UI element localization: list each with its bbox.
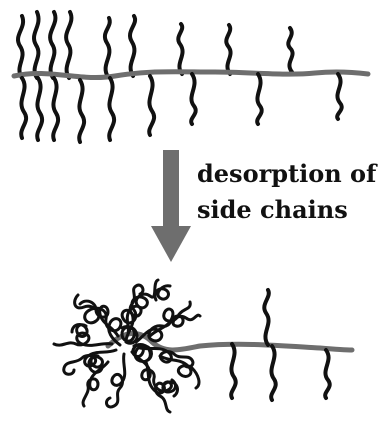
arrow-head bbox=[151, 226, 191, 262]
caption-line-1: desorption of bbox=[197, 159, 378, 188]
side-chain bbox=[231, 344, 236, 398]
side-chain bbox=[226, 25, 230, 74]
side-chain bbox=[66, 12, 71, 78]
side-chain bbox=[149, 76, 154, 135]
side-chain bbox=[50, 12, 55, 78]
caption: desorption of side chains bbox=[197, 159, 378, 224]
top-lower-side-chains bbox=[21, 74, 341, 142]
side-chain bbox=[257, 74, 262, 124]
side-chain bbox=[264, 290, 269, 345]
side-chain bbox=[18, 16, 23, 78]
side-chain bbox=[37, 78, 42, 140]
side-chain bbox=[325, 350, 330, 398]
side-chain bbox=[105, 18, 110, 77]
top-brush-polymer bbox=[14, 12, 368, 142]
coiled-chain bbox=[155, 286, 170, 300]
side-chain bbox=[79, 80, 84, 142]
side-chain bbox=[21, 78, 26, 138]
coiled-chain bbox=[72, 325, 87, 337]
side-chain bbox=[178, 24, 182, 74]
caption-line-2: side chains bbox=[197, 195, 348, 224]
side-chain bbox=[191, 74, 196, 124]
side-chain bbox=[337, 74, 342, 119]
side-chain bbox=[288, 28, 292, 72]
side-chain bbox=[271, 346, 276, 400]
coiled-chain bbox=[133, 345, 152, 362]
down-arrow bbox=[151, 150, 191, 262]
arrow-shaft bbox=[163, 150, 179, 226]
bottom-collapsed-polymer bbox=[54, 280, 352, 412]
top-upper-side-chains bbox=[18, 12, 293, 78]
coiled-chain bbox=[83, 362, 108, 406]
collapsed-side-chain-globule bbox=[54, 280, 200, 412]
side-chain bbox=[130, 16, 135, 76]
side-chain bbox=[34, 12, 39, 78]
side-chain bbox=[53, 78, 58, 140]
side-chain bbox=[109, 78, 114, 140]
